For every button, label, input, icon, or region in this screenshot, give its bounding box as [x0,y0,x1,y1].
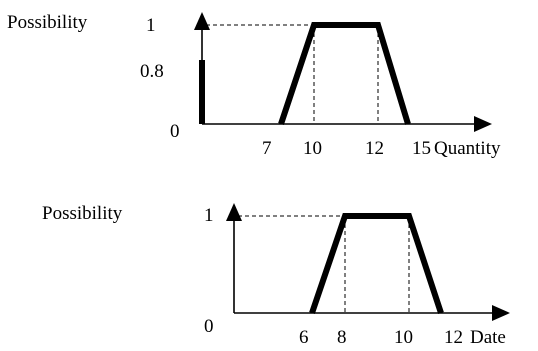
top-y-tick-0: 0 [170,121,180,142]
top-x-tick-15: 15 [412,138,431,159]
bottom-x-label: Date [470,327,506,348]
bottom-trapezoid-curve [309,213,444,314]
top-y-axis-arrow [194,12,210,30]
top-y-label: Possibility [7,12,88,33]
top-y-tick-1: 1 [146,15,156,36]
bottom-y-axis-arrow [226,203,242,221]
bottom-x-tick-6: 6 [299,327,309,348]
top-x-tick-10: 10 [303,138,322,159]
bottom-y-tick-0: 0 [204,316,214,337]
top-possibility-plot: Possibility 1 0.8 0 7 10 12 15 Quantity [7,12,501,159]
bottom-x-tick-10: 10 [394,327,413,348]
top-x-tick-12: 12 [365,138,384,159]
top-x-tick-7: 7 [262,138,272,159]
top-x-axis-arrow [474,116,492,132]
bottom-y-tick-1: 1 [204,205,214,226]
bottom-x-tick-8: 8 [337,327,347,348]
bottom-x-axis-arrow [492,305,510,321]
bottom-x-tick-12: 12 [444,327,463,348]
top-x-label: Quantity [434,138,501,159]
top-y-tick-0-8: 0.8 [140,61,164,82]
top-trapezoid-curve [278,22,411,125]
bottom-possibility-plot: Possibility 1 0 6 8 10 12 Date [42,203,510,348]
bottom-y-label: Possibility [42,203,123,224]
